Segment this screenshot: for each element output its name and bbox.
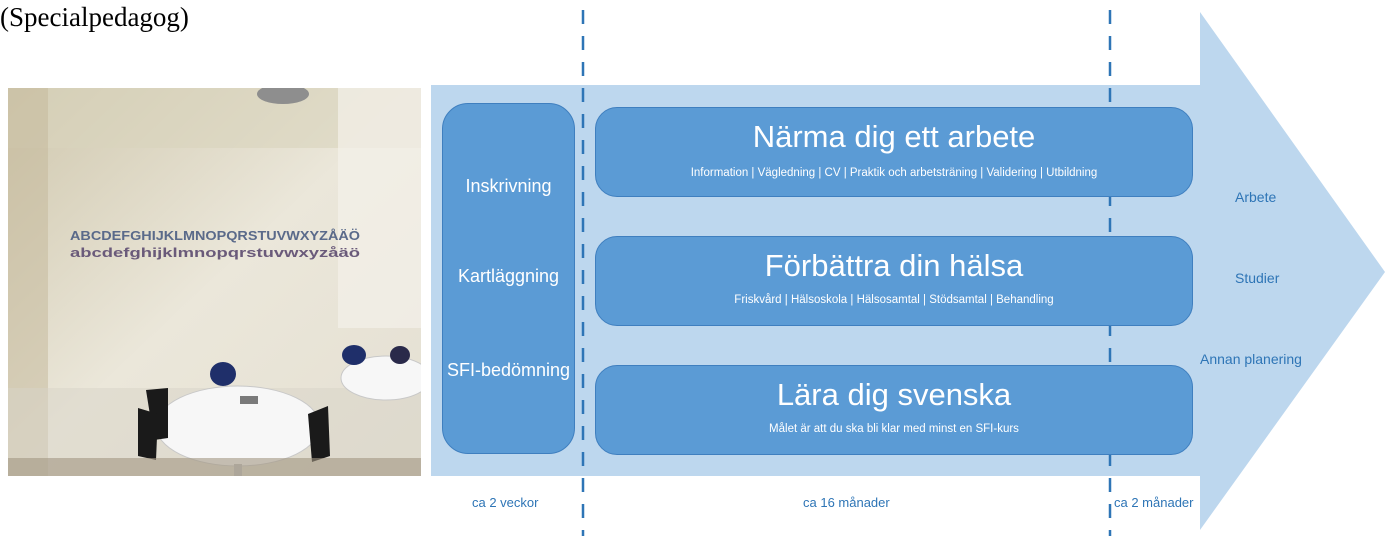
bar-title: Förbättra din hälsa <box>764 248 1024 283</box>
step-label: Inskrivning <box>465 176 552 196</box>
outcome-label: Annan planering <box>1200 351 1302 367</box>
caption: (Specialpedagog) <box>0 2 189 32</box>
bar-swedish: Lära dig svenska Målet är att du ska bli… <box>595 365 1193 455</box>
bar-work: Närma dig ett arbete Information | Vägle… <box>595 107 1193 197</box>
duration-label: ca 16 månader <box>803 495 890 510</box>
intake-steps-box: Inskrivning Kartläggning SFI-bedömning <box>442 103 575 454</box>
bar-subtitle: Information | Vägledning | CV | Praktik … <box>690 167 1098 179</box>
duration-label: ca 2 veckor <box>472 495 539 510</box>
bar-health: Förbättra din hälsa Friskvård | Hälsosko… <box>595 236 1193 326</box>
bar-title: Lära dig svenska <box>776 377 1012 412</box>
classroom-photo: ABCDEFGHIJKLMNOPQRSTUVWXYZÅÄÖ abcdefghij… <box>8 88 421 476</box>
bar-title: Närma dig ett arbete <box>752 119 1036 154</box>
outcome-label: Studier <box>1235 270 1280 286</box>
duration-label: ca 2 månader <box>1114 495 1194 510</box>
wall-alphabet-upper: ABCDEFGHIJKLMNOPQRSTUVWXYZÅÄÖ <box>70 228 360 243</box>
wall-alphabet-lower: abcdefghijklmnopqrstuvwxyzåäö <box>70 245 360 260</box>
step-label: SFI-bedömning <box>446 360 571 380</box>
outcome-label: Arbete <box>1235 189 1277 205</box>
step-label: Kartläggning <box>457 266 560 286</box>
bar-subtitle: Friskvård | Hälsoskola | Hälsosamtal | S… <box>734 294 1054 306</box>
bar-subtitle: Målet är att du ska bli klar med minst e… <box>769 423 1019 435</box>
